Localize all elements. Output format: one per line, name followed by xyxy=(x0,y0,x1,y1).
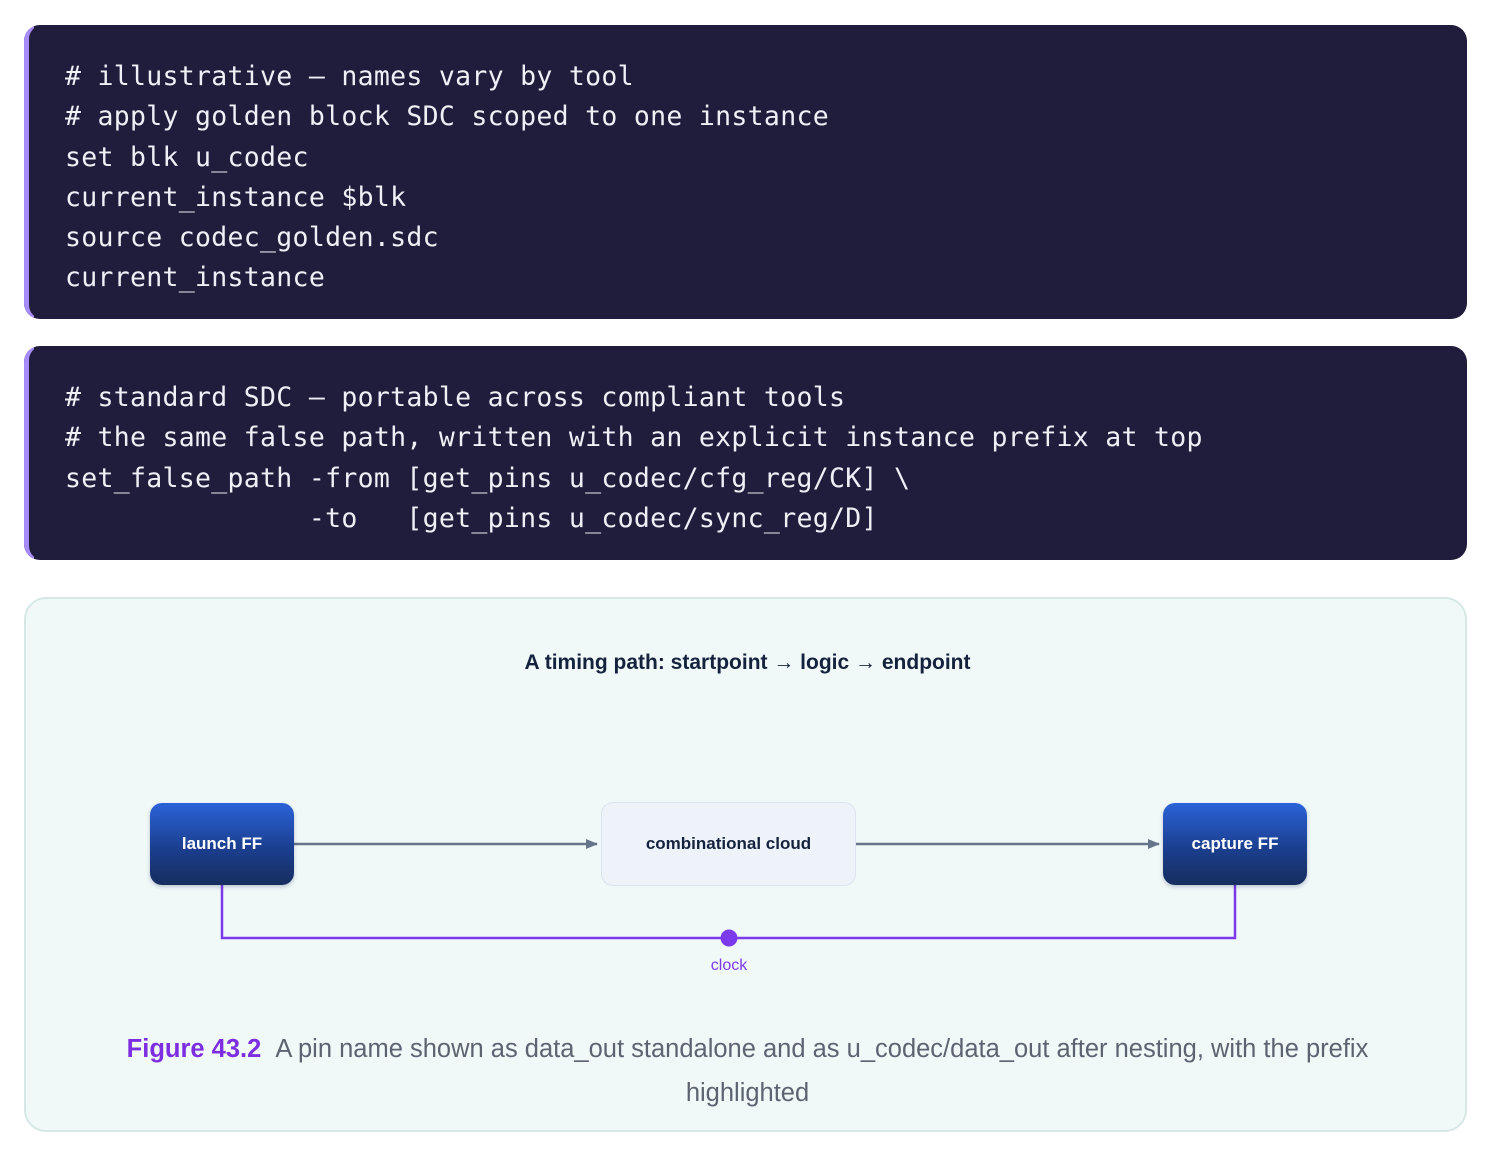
code-line: set_false_path -from [get_pins u_codec/c… xyxy=(65,462,911,494)
combinational-cloud-node: combinational cloud xyxy=(601,802,856,886)
code-line: set blk u_codec xyxy=(65,141,309,173)
diagram-title: A timing path: startpoint → logic → endp… xyxy=(524,651,971,674)
clock-label: clock xyxy=(710,957,748,974)
figure-caption-text: A pin name shown as data_out standalone … xyxy=(275,1035,1369,1107)
code-line: current_instance xyxy=(65,262,326,294)
clock-source-dot xyxy=(720,929,738,947)
capture-ff-node: capture FF xyxy=(1163,803,1307,885)
code-line: -to [get_pins u_codec/sync_reg/D] xyxy=(65,502,878,534)
code-line: current_instance $blk xyxy=(65,181,407,213)
figure-number: Figure 43.2 xyxy=(126,1035,262,1063)
figure-caption: Figure 43.2 A pin name shown as data_out … xyxy=(66,1027,1429,1115)
code-line: # apply golden block SDC scoped to one i… xyxy=(65,101,829,133)
code-line: # illustrative — names vary by tool xyxy=(65,61,634,92)
code-lines: # standard SDC — portable across complia… xyxy=(65,378,1203,539)
code-lines: # illustrative — names vary by tool # ap… xyxy=(65,57,829,299)
launch-ff-node: launch FF xyxy=(150,803,294,885)
timing-path-diagram xyxy=(220,839,1237,947)
code-line: source codec_golden.sdc xyxy=(65,222,439,254)
code-line: # standard SDC — portable across complia… xyxy=(65,382,846,413)
figure-card: A timing path: startpoint → logic → endp… xyxy=(24,597,1467,1132)
code-line: # the same false path, written with an e… xyxy=(65,422,1203,454)
code-block-standard-sdc: # standard SDC — portable across complia… xyxy=(24,346,1467,560)
code-block-golden-sdc: # illustrative — names vary by tool # ap… xyxy=(24,25,1467,319)
